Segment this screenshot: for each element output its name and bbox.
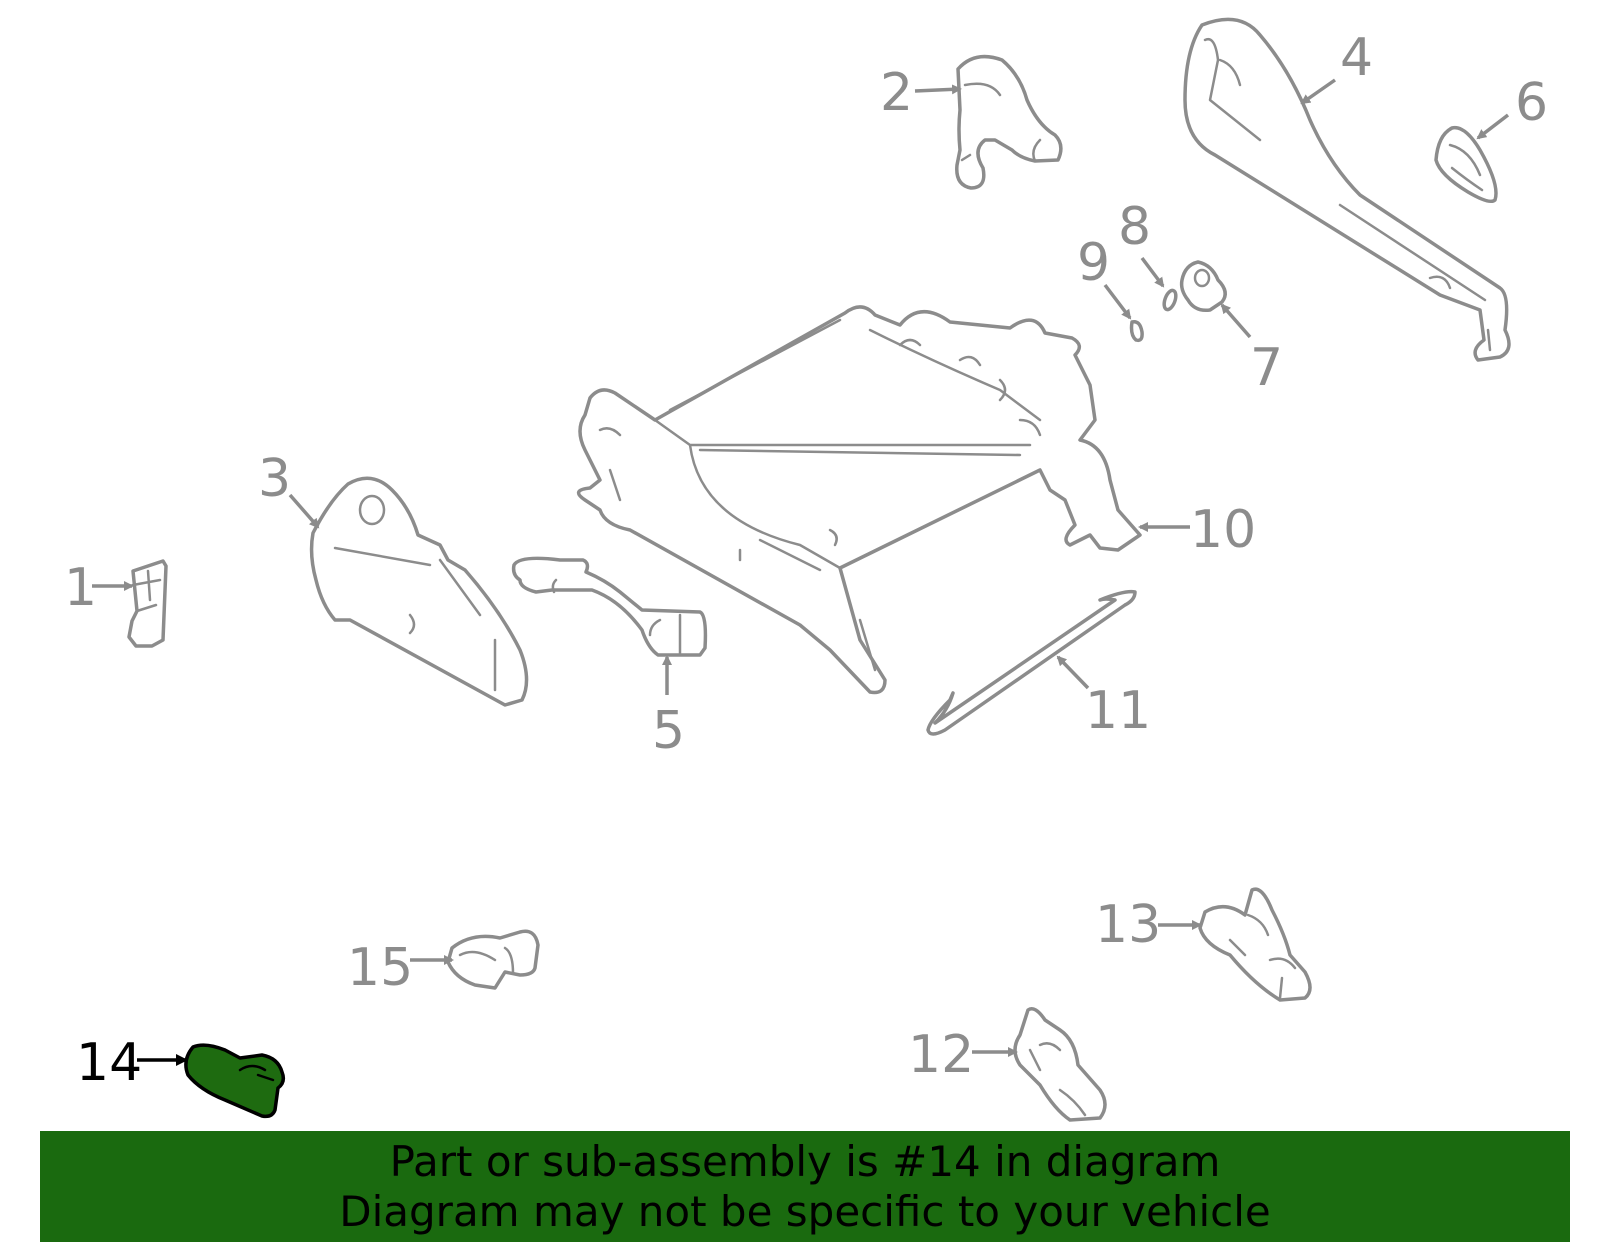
banner-line-1: Part or sub-assembly is #14 in diagram — [389, 1136, 1221, 1186]
part-3[interactable]: 3 — [258, 449, 529, 707]
callout-5: 5 — [652, 701, 685, 761]
part-10[interactable]: 10 — [576, 305, 1257, 695]
part-2[interactable]: 2 — [880, 54, 1063, 190]
callout-14: 14 — [76, 1033, 142, 1093]
callout-15: 15 — [347, 938, 413, 998]
callout-1: 1 — [64, 558, 97, 618]
part-14[interactable]: 14 — [76, 1033, 286, 1119]
part-7[interactable]: 7 — [1179, 260, 1283, 398]
part-8[interactable]: 8 — [1118, 197, 1178, 312]
callout-4: 4 — [1340, 28, 1373, 88]
callout-7: 7 — [1250, 338, 1283, 398]
callout-9: 9 — [1077, 233, 1110, 293]
callout-12: 12 — [908, 1025, 974, 1085]
part-4[interactable]: 4 — [1183, 17, 1511, 362]
part-11[interactable]: 11 — [926, 589, 1151, 741]
part-6[interactable]: 6 — [1434, 73, 1548, 204]
part-15[interactable]: 15 — [347, 929, 540, 998]
callout-2: 2 — [880, 63, 913, 123]
callout-8: 8 — [1118, 197, 1151, 257]
part-1[interactable]: 1 — [64, 558, 168, 648]
part-13[interactable]: 13 — [1095, 887, 1312, 1002]
callout-6: 6 — [1515, 73, 1548, 133]
part-12[interactable]: 12 — [908, 1007, 1107, 1122]
callout-13: 13 — [1095, 895, 1161, 955]
callout-11: 11 — [1085, 681, 1151, 741]
callout-3: 3 — [258, 449, 291, 509]
callout-10: 10 — [1190, 500, 1256, 560]
banner-line-2: Diagram may not be specific to your vehi… — [339, 1186, 1271, 1236]
part-5[interactable]: 5 — [511, 556, 708, 761]
part-9[interactable]: 9 — [1077, 233, 1144, 343]
info-banner: Part or sub-assembly is #14 in diagram D… — [40, 1131, 1570, 1242]
